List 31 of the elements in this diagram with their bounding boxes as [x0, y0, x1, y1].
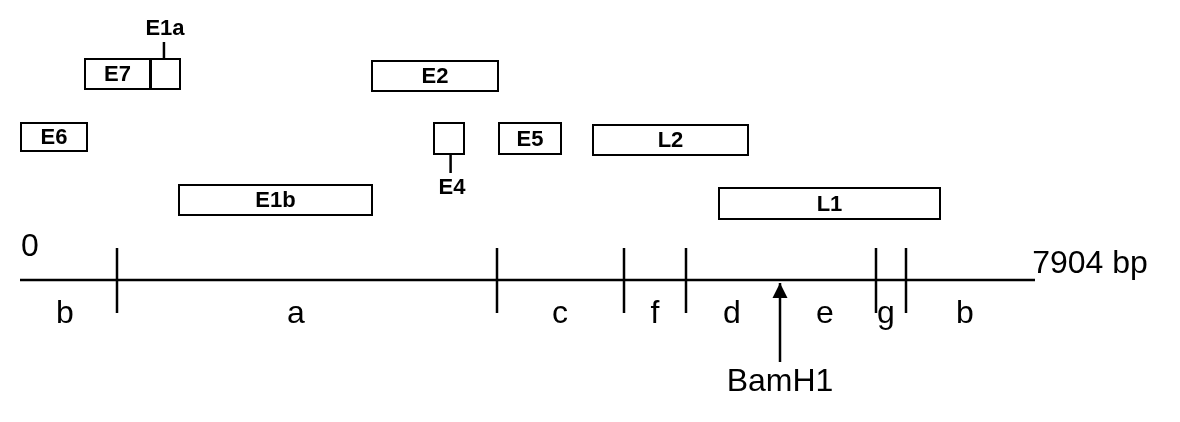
- gene-box: [498, 122, 562, 155]
- gene-label: E1a: [145, 15, 185, 41]
- gene-box: [84, 58, 151, 90]
- fragment-label: a: [287, 296, 305, 328]
- fragment-label: g: [877, 296, 895, 328]
- fragment-label: b: [56, 296, 74, 328]
- fragment-label: c: [552, 296, 568, 328]
- empty-gene-box: [150, 58, 181, 90]
- fragment-label: b: [956, 296, 974, 328]
- gene-name: E2: [421, 63, 449, 89]
- arrow: [772, 283, 788, 362]
- gene-box: [592, 124, 749, 156]
- fragment-label: e: [816, 296, 834, 328]
- coordinate-label: 7904 bp: [1032, 246, 1148, 278]
- leader-line: [449, 155, 452, 173]
- fragment-label: d: [723, 296, 741, 328]
- gene-label: E4: [438, 174, 466, 200]
- gene-name: E5: [516, 125, 544, 152]
- gene-box: [20, 122, 88, 152]
- gene-name: L2: [657, 127, 684, 153]
- site-label: BamH1: [726, 361, 834, 399]
- coordinate-label: 0: [21, 229, 39, 261]
- gene-name: E1b: [255, 187, 296, 213]
- empty-gene-box: [433, 122, 465, 155]
- gene-box: [371, 60, 499, 92]
- gene-name: E7: [104, 61, 131, 87]
- fragment-label: f: [650, 296, 660, 328]
- gene-box: [718, 187, 941, 220]
- gene-name: L1: [816, 190, 843, 217]
- gene-box: [178, 184, 373, 216]
- gene-name: E6: [40, 124, 68, 150]
